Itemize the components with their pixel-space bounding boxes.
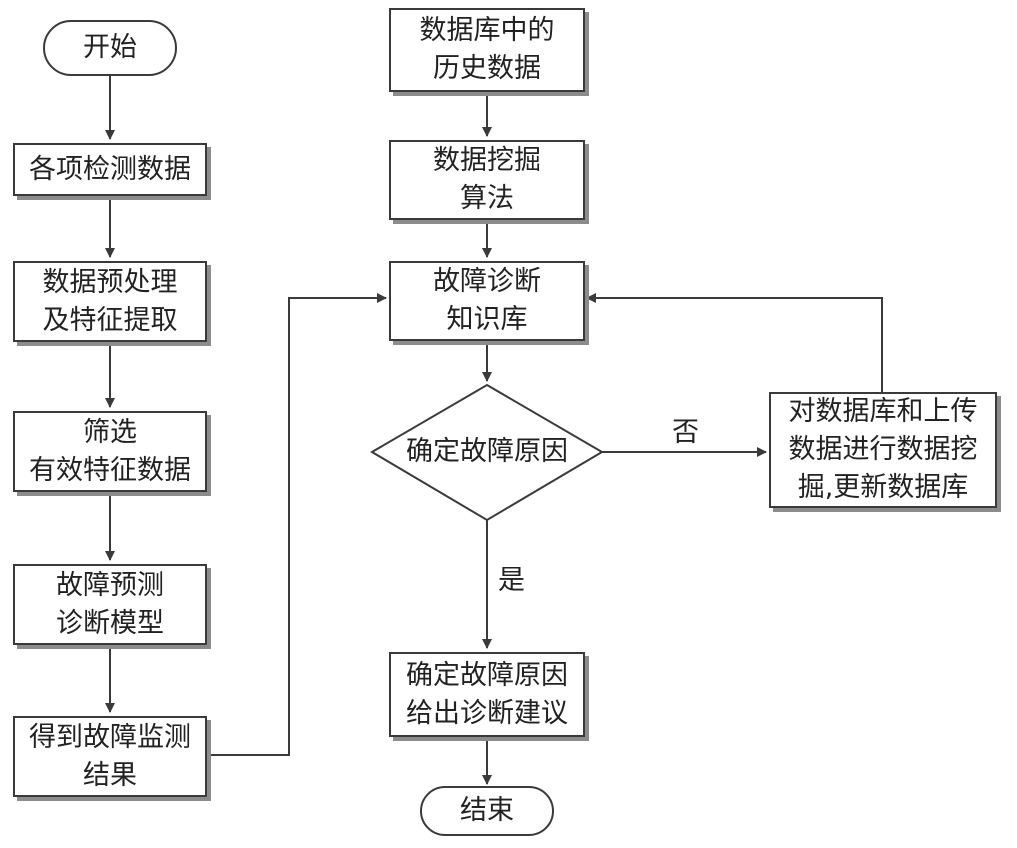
mining-label-line1: 数据挖掘 [433,145,541,176]
edge-label-yes: 是 [498,565,525,596]
collect-data-box: 各项检测数据 [13,143,207,196]
history-label-line1: 数据库中的 [419,15,555,46]
advice-label-line2: 给出诊断建议 [406,697,568,729]
result-label-line2: 结果 [83,759,137,791]
history-label-line2: 历史数据 [433,53,541,84]
update-label-line1: 对数据库和上传 [788,396,978,427]
preprocess-box: 数据预处理 及特征提取 [13,261,207,342]
collect-data-label: 各项检测数据 [29,153,191,185]
result-label-line1: 得到故障监测 [29,721,191,753]
history-data-box: 数据库中的 历史数据 [389,8,585,92]
update-label-line3: 掘,更新数据库 [797,472,969,503]
end-terminal: 结束 [420,786,554,836]
filter-box: 筛选 有效特征数据 [13,411,207,492]
start-label: 开始 [83,32,137,63]
knowledge-base-box: 故障诊断 知识库 [389,261,585,341]
advice-label-line1: 确定故障原因 [406,659,568,691]
edge-result-knowledge [207,293,387,756]
decision-diamond-shape [370,383,604,522]
edge-update-knowledge [586,293,883,392]
edge-label-no: 否 [672,417,699,448]
result-box: 得到故障监测 结果 [13,716,207,797]
model-box: 故障预测 诊断模型 [13,564,207,645]
preprocess-label-line2: 及特征提取 [42,304,178,336]
knowledge-label-line1: 故障诊断 [433,266,541,297]
start-terminal: 开始 [43,20,177,76]
model-label-line1: 故障预测 [56,569,164,601]
update-database-box: 对数据库和上传 数据进行数据挖 掘,更新数据库 [769,392,997,508]
knowledge-label-line2: 知识库 [446,304,528,335]
mining-label-line2: 算法 [460,183,514,214]
end-label: 结束 [460,795,514,826]
diagnosis-advice-box: 确定故障原因 给出诊断建议 [389,652,585,737]
mining-algorithm-box: 数据挖掘 算法 [389,140,585,220]
filter-label-line1: 筛选 [83,416,137,448]
update-label-line2: 数据进行数据挖 [788,434,978,465]
preprocess-label-line1: 数据预处理 [42,266,178,298]
decision-label-wrap: 确定故障原因 [392,433,582,471]
model-label-line2: 诊断模型 [56,607,164,639]
filter-label-line2: 有效特征数据 [29,454,191,486]
decision-label: 确定故障原因 [406,436,568,467]
